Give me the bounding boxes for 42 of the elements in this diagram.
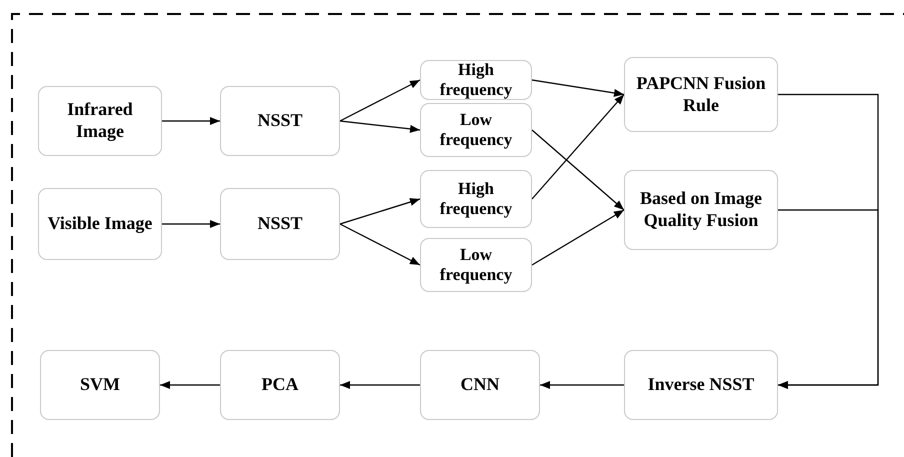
arrow xyxy=(160,381,220,389)
box-label: CNN xyxy=(460,374,500,396)
process-box xyxy=(38,86,162,156)
arrow xyxy=(162,117,220,125)
box-label: PCA xyxy=(262,374,298,396)
arrow xyxy=(778,209,879,389)
process-box xyxy=(624,350,778,420)
box-label: Based on Image Quality Fusion xyxy=(638,188,763,232)
box-label: Inverse NSST xyxy=(648,374,754,396)
arrow xyxy=(340,198,420,225)
arrow xyxy=(532,209,624,266)
process-box xyxy=(220,188,340,260)
process-box xyxy=(220,350,340,420)
process-box xyxy=(40,350,160,420)
process-box xyxy=(624,170,778,250)
box-label: NSST xyxy=(257,110,303,132)
arrow xyxy=(532,79,624,97)
box-label: High frequency xyxy=(438,178,514,220)
process-box xyxy=(220,86,340,156)
box-label: High frequency xyxy=(438,60,514,100)
box-label: Low frequency xyxy=(438,110,514,150)
process-box xyxy=(420,170,532,228)
arrow xyxy=(540,381,624,389)
arrow xyxy=(532,130,624,210)
arrow xyxy=(162,220,220,228)
process-box xyxy=(420,60,532,100)
arrow xyxy=(340,223,420,266)
process-box xyxy=(624,57,778,132)
box-label: NSST xyxy=(257,213,303,235)
arrow xyxy=(340,381,420,389)
process-box xyxy=(420,103,532,157)
arrow xyxy=(532,94,624,200)
arrow xyxy=(340,79,420,122)
box-label: PAPCNN Fusion Rule xyxy=(635,72,767,116)
process-box xyxy=(420,238,532,292)
process-box xyxy=(420,350,540,420)
box-label: Infrared Image xyxy=(66,99,134,143)
box-label: Visible Image xyxy=(48,213,152,235)
box-label: SVM xyxy=(80,374,120,396)
process-box xyxy=(38,188,162,260)
arrow xyxy=(340,120,420,133)
box-label: Low frequency xyxy=(438,244,514,286)
